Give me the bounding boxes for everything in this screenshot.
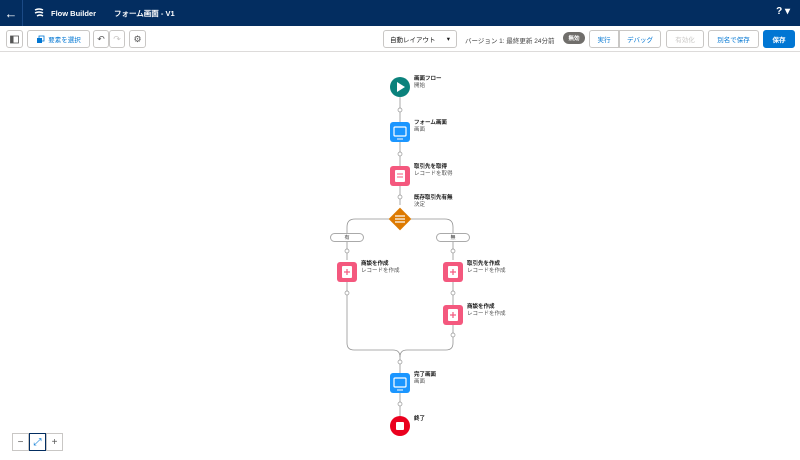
get-records-node-label: 取引先を取得 レコードを取得 — [414, 164, 453, 178]
create-opportunity-right-title: 商談を作成 — [467, 304, 495, 310]
screen-node-1[interactable] — [390, 122, 410, 142]
select-icon — [37, 35, 45, 43]
create-opportunity-left-title: 商談を作成 — [361, 261, 389, 267]
activate-button[interactable]: 有効化 — [666, 30, 704, 48]
get-records-node-subtitle: レコードを取得 — [414, 171, 453, 177]
status-badge: 無効 — [563, 32, 585, 44]
back-button[interactable]: ← — [4, 5, 18, 21]
layout-mode-value: 自動レイアウト — [390, 37, 436, 44]
debug-button[interactable]: デバッグ — [619, 30, 661, 48]
start-node-label: 画面フロー 開始 — [414, 76, 442, 90]
create-opportunity-node-left[interactable] — [337, 262, 357, 282]
flow-name: フォーム画面 - V1 — [114, 8, 175, 18]
screen-node-1-label: フォーム画面 画面 — [414, 120, 447, 134]
decision-node-subtitle: 決定 — [414, 202, 426, 208]
flow-canvas[interactable]: 画面フロー 開始 フォーム画面 画面 取引先を取得 レコードを取得 既存取引先有… — [0, 52, 800, 460]
start-node-title: 画面フロー — [414, 76, 442, 82]
zoom-controls: − ⤢ + — [12, 433, 63, 451]
start-node[interactable] — [390, 77, 410, 97]
undo-button[interactable]: ↶ — [93, 30, 109, 48]
version-info: バージョン 1: 最終更新 24分前 — [465, 38, 555, 45]
create-opportunity-node-right[interactable] — [443, 305, 463, 325]
decision-node-label: 既存取引先有無 決定 — [414, 195, 453, 209]
screen-node-done-title: 完了画面 — [414, 372, 437, 378]
get-records-node-title: 取引先を取得 — [414, 164, 448, 170]
redo-button[interactable]: ↷ — [109, 30, 125, 48]
gear-icon: ⚙ — [133, 33, 142, 44]
settings-button[interactable]: ⚙ — [129, 30, 146, 48]
get-records-node[interactable] — [390, 166, 410, 186]
end-node[interactable] — [390, 416, 410, 436]
zoom-in-button[interactable]: + — [46, 433, 63, 451]
screen-node-done-label: 完了画面 画面 — [414, 372, 436, 386]
fit-to-view-button[interactable]: ⤢ — [29, 433, 46, 451]
end-node-title: 終了 — [414, 416, 426, 422]
select-elements-button[interactable]: 要素を選択 — [27, 30, 90, 48]
create-opportunity-right-subtitle: レコードを作成 — [467, 311, 506, 317]
decision-node-title: 既存取引先有無 — [414, 195, 453, 201]
create-opportunity-left-subtitle: レコードを作成 — [361, 268, 400, 274]
screen-node-1-title: フォーム画面 — [414, 120, 447, 126]
create-account-title: 取引先を作成 — [467, 261, 501, 267]
select-elements-label: 要素を選択 — [48, 37, 81, 44]
toggle-panel-button[interactable] — [6, 30, 23, 48]
run-button[interactable]: 実行 — [589, 30, 619, 48]
redo-icon: ↷ — [113, 33, 121, 44]
end-node-label: 終了 — [414, 416, 425, 423]
create-opportunity-left-label: 商談を作成 レコードを作成 — [361, 261, 400, 275]
flow-builder-logo-icon — [34, 8, 44, 17]
toolbar: 要素を選択 ↶ ↷ ⚙ 自動レイアウト ▾ バージョン 1: 最終更新 24分前… — [0, 26, 800, 52]
app-name: Flow Builder — [51, 8, 96, 18]
create-account-label: 取引先を作成 レコードを作成 — [467, 261, 506, 275]
decision-node[interactable] — [388, 207, 412, 231]
create-account-node[interactable] — [443, 262, 463, 282]
start-node-subtitle: 開始 — [414, 83, 426, 89]
branch-label-no[interactable]: 無 — [436, 233, 470, 242]
screen-node-1-subtitle: 画面 — [414, 127, 426, 133]
layout-mode-select[interactable]: 自動レイアウト ▾ — [383, 30, 457, 48]
save-as-button[interactable]: 別名で保存 — [708, 30, 759, 48]
screen-node-done-subtitle: 画面 — [414, 379, 426, 385]
app-header: ← Flow Builder フォーム画面 - V1 ? ▾ — [0, 0, 800, 26]
save-button[interactable]: 保存 — [763, 30, 795, 48]
branch-label-yes[interactable]: 有 — [330, 233, 364, 242]
flow-connectors — [337, 77, 463, 436]
create-opportunity-right-label: 商談を作成 レコードを作成 — [467, 304, 506, 318]
screen-node-done[interactable] — [390, 373, 410, 393]
help-menu-button[interactable]: ? ▾ — [776, 6, 790, 17]
create-account-subtitle: レコードを作成 — [467, 268, 506, 274]
panel-icon — [10, 35, 19, 43]
zoom-out-button[interactable]: − — [12, 433, 29, 451]
undo-icon: ↶ — [97, 33, 105, 44]
header-divider — [22, 0, 23, 26]
chevron-down-icon: ▾ — [446, 36, 450, 43]
